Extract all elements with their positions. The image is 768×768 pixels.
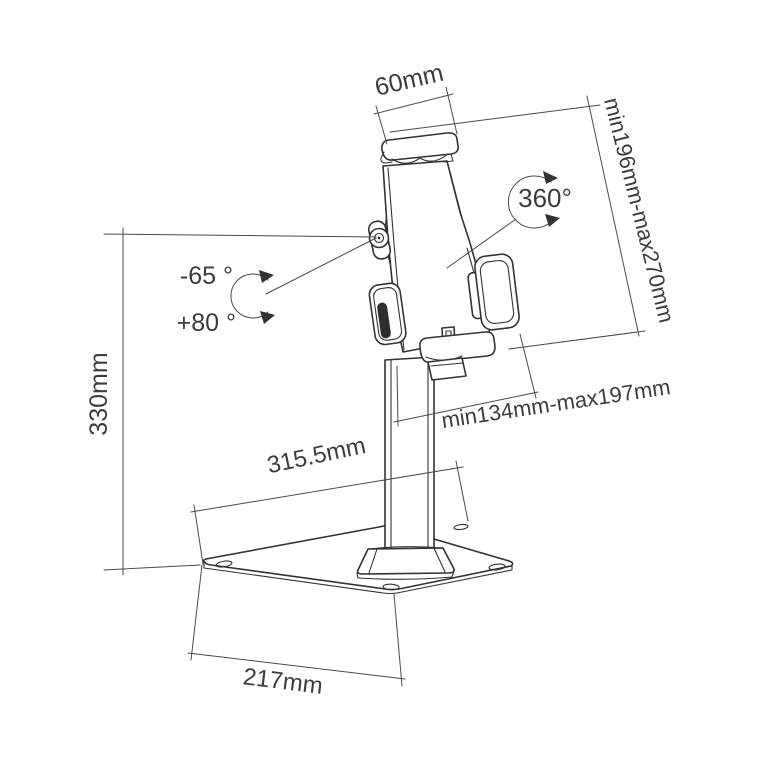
- tilt-label-down: +80 °: [177, 309, 236, 337]
- dim-line: [393, 391, 539, 423]
- left-clamp-slot: [377, 302, 391, 339]
- top-clamp: [380, 132, 459, 164]
- rotation-leader-line: [446, 218, 517, 269]
- tilt-arrow-top: [259, 270, 274, 283]
- mount-bracket-line: [430, 362, 464, 367]
- dim-line: [373, 93, 454, 115]
- bottom-clamp-bar: [419, 331, 496, 363]
- ext-line-left: [193, 504, 204, 565]
- ext-line-bottom: [508, 330, 646, 350]
- top-clamp-bar: [381, 132, 459, 161]
- ext-line-right: [393, 593, 403, 687]
- tilt-label-up: -65 °: [180, 262, 233, 290]
- dim-line: [586, 95, 640, 337]
- top-clamp-right-step: [443, 153, 454, 163]
- base-plate-top: [202, 525, 514, 591]
- pivot-knob: [367, 220, 392, 260]
- dim-line: [187, 652, 406, 680]
- mount-bracket: [427, 357, 467, 381]
- left-clamp-inner: [373, 287, 403, 341]
- dim-label-330mm: 330mm: [85, 352, 113, 435]
- ext-line-top: [389, 104, 601, 133]
- tablet-holder: [367, 132, 520, 381]
- ext-line-left: [396, 365, 399, 427]
- dim-line: [190, 466, 464, 513]
- ext-line-bottom: [103, 564, 201, 571]
- base-plate-thickness: [203, 562, 513, 595]
- right-clamp-body: [474, 253, 520, 331]
- base-plate: [202, 523, 514, 595]
- dim-label-60mm: 60mm: [372, 59, 446, 102]
- screw-hole-right: [488, 563, 506, 571]
- dim-label-min196-max270: min196mm-max270mm: [599, 95, 679, 325]
- screw-hole-left: [215, 560, 233, 568]
- top-clamp-lip-left: [391, 157, 421, 164]
- ext-line-right: [445, 86, 458, 135]
- top-clamp-lip-right: [419, 153, 449, 162]
- ext-line-right: [519, 333, 537, 399]
- dim-label-315-5mm: 315.5mm: [265, 432, 368, 479]
- pedestal-facet-right: [433, 547, 446, 573]
- pedestal-top-rim: [367, 546, 444, 550]
- tilt-arrow-bottom: [260, 311, 275, 324]
- pedestal: [356, 546, 455, 580]
- screw-hole-back: [453, 523, 469, 531]
- ext-line-left: [375, 105, 388, 145]
- right-clamp: [467, 253, 520, 331]
- tilt-annotation: -65 ° +80 °: [177, 237, 377, 337]
- left-clamp: [368, 282, 407, 346]
- pedestal-bottom-rim: [356, 569, 455, 580]
- screw-hole-front: [382, 583, 400, 591]
- dim-label-217mm: 217mm: [242, 663, 325, 700]
- ext-line-top: [103, 233, 377, 238]
- rotation-arrow-top: [543, 171, 558, 184]
- tilt-arc: [230, 273, 269, 319]
- rotation-label: 360°: [518, 183, 572, 213]
- pole-body: [384, 356, 435, 554]
- ext-line-right: [455, 460, 469, 522]
- pivot-knob-dot: [377, 236, 381, 240]
- holder-right-fold-upper: [449, 171, 463, 219]
- tilt-leader-line: [265, 237, 377, 295]
- rotation-arc: [507, 175, 552, 229]
- rotation-annotation: 360°: [446, 171, 572, 269]
- pedestal-facet-left: [368, 548, 378, 574]
- pivot-knob-inner: [373, 232, 385, 244]
- ext-line-left: [190, 564, 203, 661]
- top-clamp-hook: [380, 151, 393, 164]
- rotation-arrow-bottom: [545, 214, 560, 227]
- right-clamp-inner: [479, 260, 515, 324]
- dimension-top-width: 60mm: [372, 59, 458, 145]
- bottom-clamp: [419, 326, 496, 381]
- pole: [384, 356, 435, 554]
- dimension-total-height: 330mm: [85, 227, 377, 576]
- dim-label-min134-max197: min134mm-max197mm: [440, 374, 672, 433]
